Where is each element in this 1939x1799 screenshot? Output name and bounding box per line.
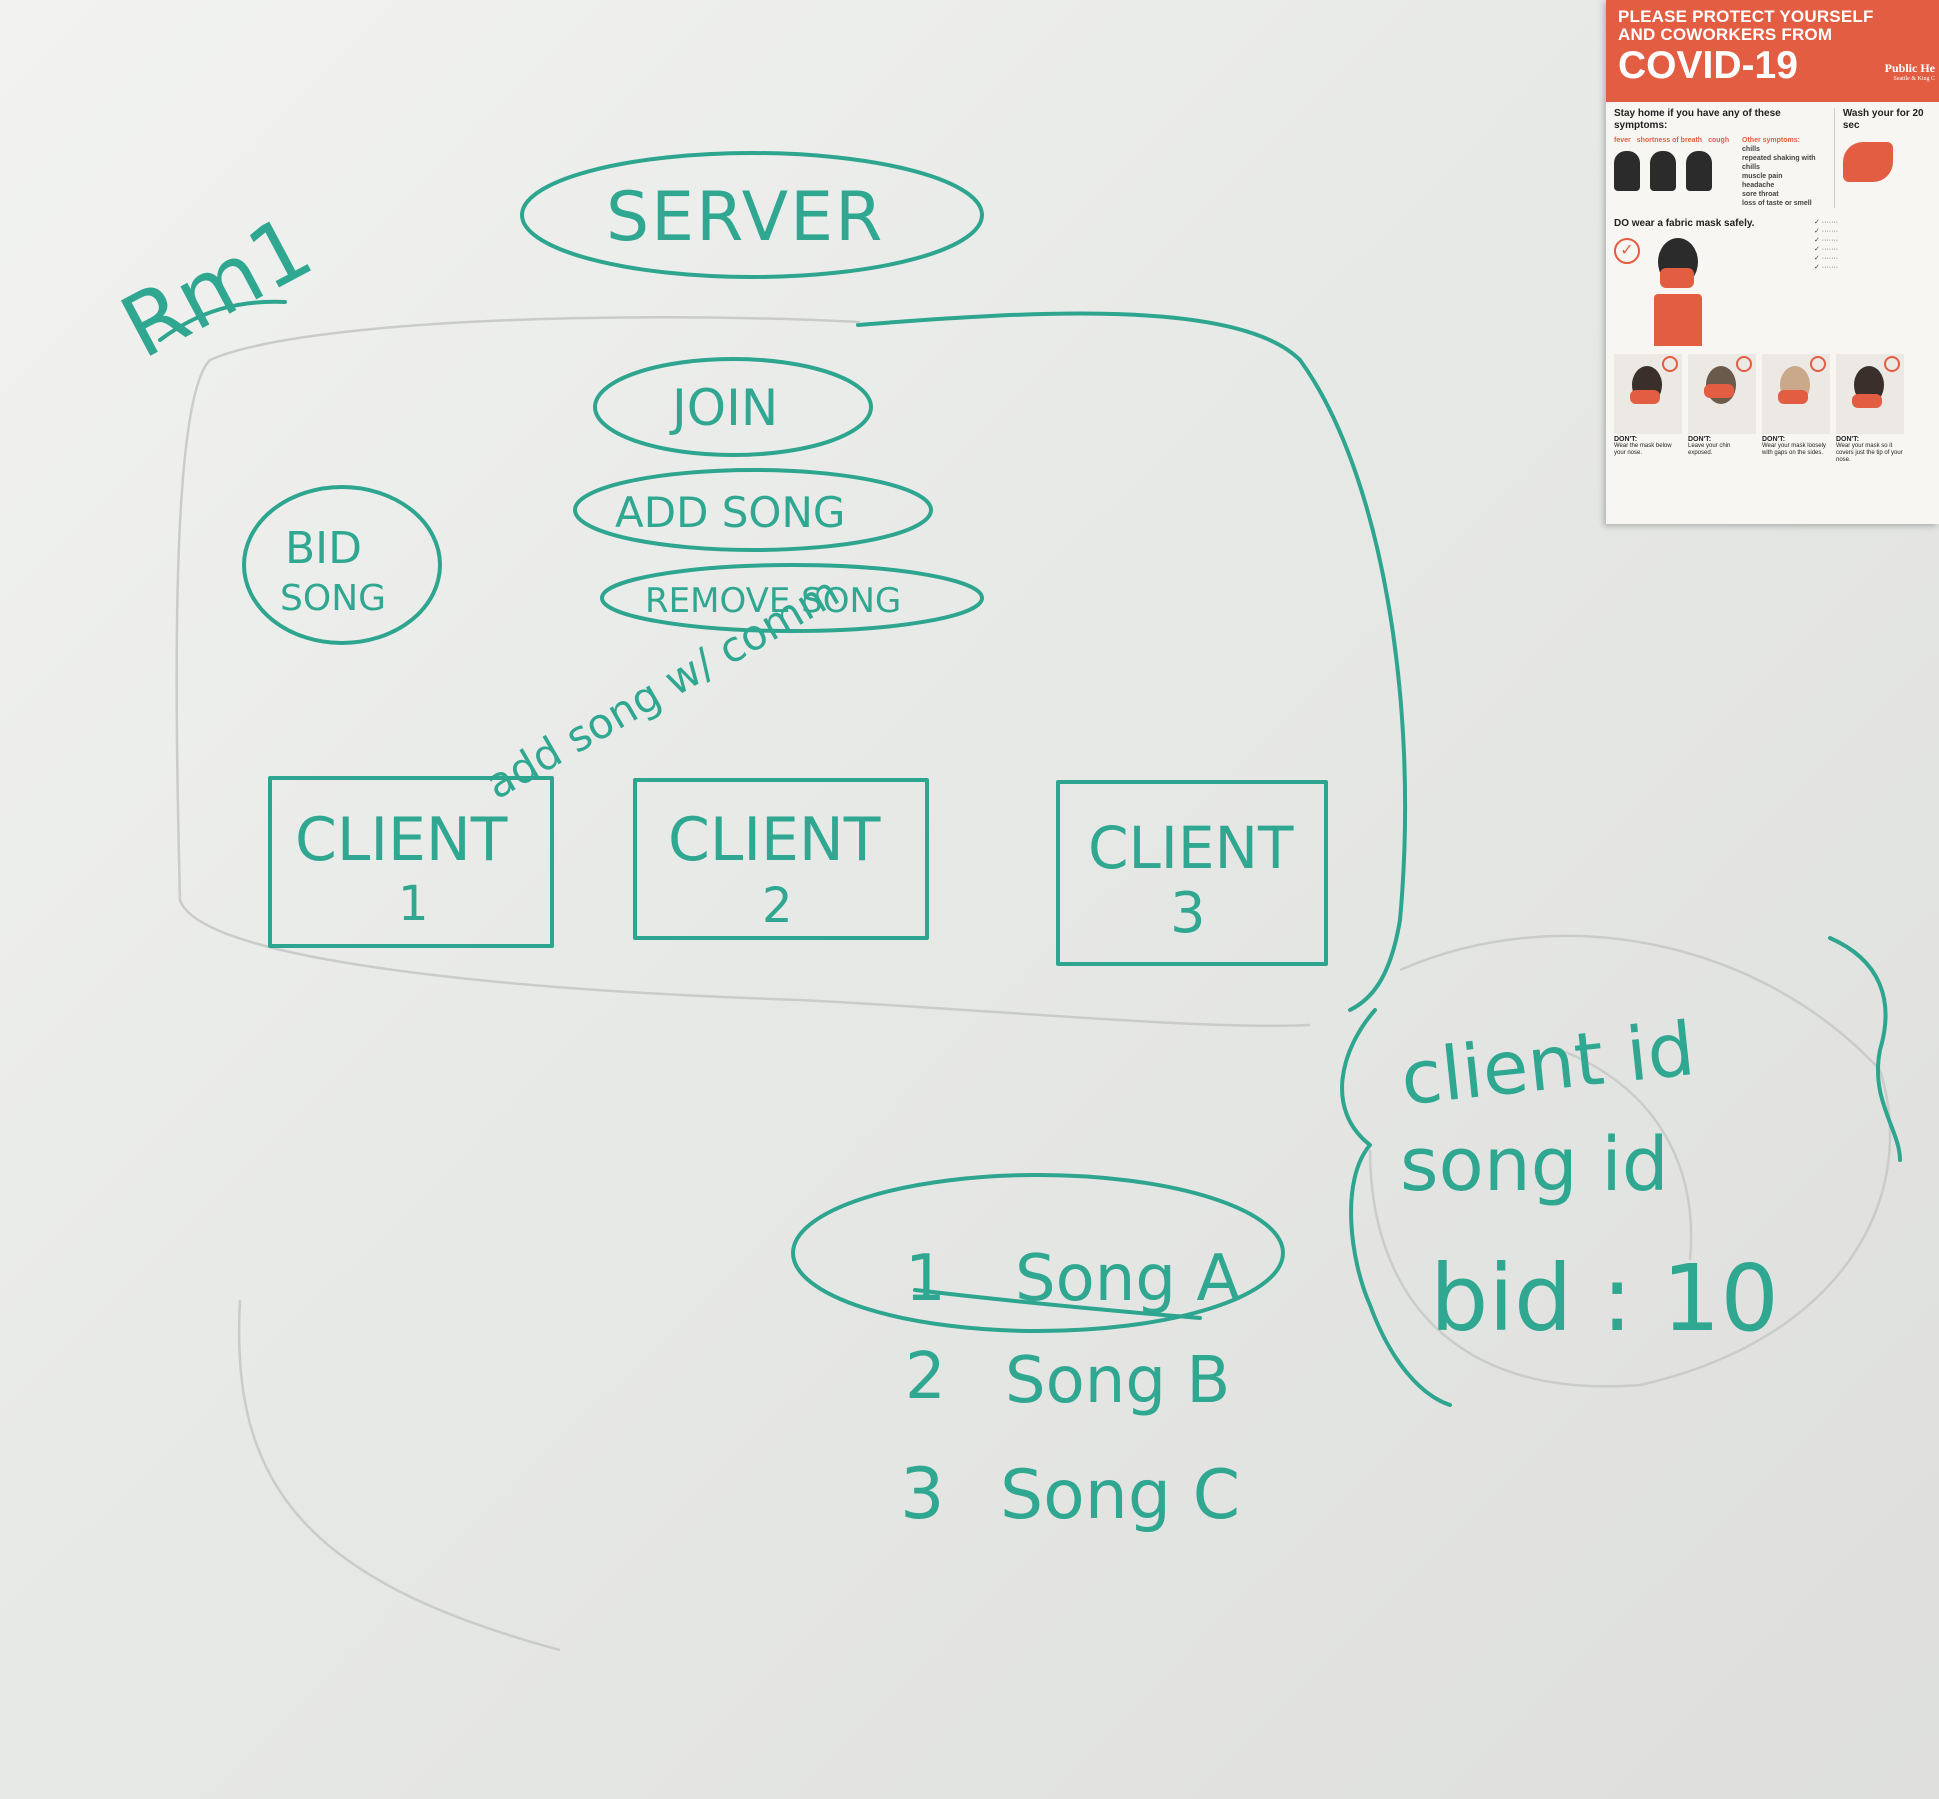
person-icon — [1650, 151, 1676, 191]
dont-caption: Wear your mask so it covers just the tip… — [1836, 443, 1903, 463]
client-3-number: 3 — [1170, 881, 1206, 946]
mask-dont-face-icon — [1762, 354, 1830, 434]
song-1-number: 1 — [905, 1242, 946, 1316]
server-label: SERVER — [606, 178, 884, 257]
bid-field-bid: bid : 10 — [1430, 1245, 1779, 1352]
mask-dont-face-icon — [1836, 354, 1904, 434]
poster-mask-row: DO wear a fabric mask safely. ✓ ✓ ······… — [1606, 208, 1939, 348]
client-1-label: CLIENT — [295, 805, 508, 875]
poster-publisher-sub: Seattle & King C — [1893, 76, 1936, 82]
song-3-number: 3 — [900, 1453, 945, 1535]
song-a-strikethrough — [913, 1288, 1202, 1320]
join-oval — [593, 357, 873, 457]
remove-song-label: REMOVE SONG — [645, 581, 901, 621]
client-2-label: CLIENT — [668, 805, 881, 875]
poster-header: PLEASE PROTECT YOURSELF AND COWORKERS FR… — [1606, 0, 1939, 102]
checkmark-icon: ✓ — [1614, 238, 1640, 264]
song-a-oval — [791, 1173, 1285, 1333]
symptom-fever: fever — [1614, 137, 1631, 144]
add-song-label: ADD SONG — [615, 488, 845, 537]
remove-song-oval — [600, 563, 984, 633]
server-oval — [520, 151, 984, 279]
dont-caption: Wear your mask loosely with gaps on the … — [1762, 443, 1826, 456]
mask-person-icon — [1650, 238, 1706, 348]
poster-publisher: Public He — [1884, 61, 1935, 75]
symptom-cough: cough — [1708, 137, 1730, 144]
room-underline — [158, 299, 287, 342]
ghost-mark — [1559, 1048, 1693, 1261]
mask-dont-captions: DON'T:Wear the mask below your nose. DON… — [1606, 434, 1939, 464]
bid-right-brace — [1828, 936, 1902, 1162]
hands-icon — [1842, 142, 1893, 182]
other-symptom: headache — [1742, 182, 1775, 189]
other-symptoms-label: Other symptoms: — [1742, 137, 1800, 144]
other-symptom: muscle pain — [1742, 173, 1783, 180]
client-2-number: 2 — [762, 878, 793, 934]
dont-label: DON'T: — [1614, 436, 1638, 443]
room-label: Rm1 — [106, 197, 328, 378]
bid-song-label-line1: BID — [285, 523, 362, 574]
song-3-name: Song C — [1000, 1456, 1240, 1535]
poster-symptoms-row: Stay home if you have any of these sympt… — [1606, 102, 1939, 208]
bid-song-label-line2: SONG — [280, 578, 386, 619]
other-symptom: chills — [1742, 146, 1760, 153]
person-icon — [1614, 151, 1640, 191]
client-3-label: CLIENT — [1088, 814, 1294, 882]
bid-field-client-id: client id — [1397, 1006, 1699, 1122]
mask-heading: DO wear a fabric mask safely. — [1614, 218, 1755, 229]
song-2-name: Song B — [1005, 1344, 1230, 1418]
dont-label: DON'T: — [1688, 436, 1712, 443]
room-boundary-faint — [175, 315, 1311, 1028]
covid-poster: PLEASE PROTECT YOURSELF AND COWORKERS FR… — [1606, 0, 1939, 524]
bid-field-song-id: song id — [1400, 1122, 1669, 1208]
dont-label: DON'T: — [1836, 436, 1860, 443]
client-box-2: CLIENT 2 — [633, 778, 929, 940]
symptom-breath: shortness of breath — [1636, 137, 1703, 144]
bid-circle-faint — [1368, 934, 1892, 1388]
bid-song-oval — [242, 485, 442, 645]
client-1-number: 1 — [398, 876, 429, 932]
other-symptom: repeated shaking with chills — [1742, 155, 1816, 171]
wash-heading: Wash your for 20 sec — [1842, 108, 1924, 131]
mask-dont-face-icon — [1614, 354, 1682, 434]
bid-left-brace — [1340, 1008, 1452, 1407]
mask-dont-face-icon — [1688, 354, 1756, 434]
join-label: JOIN — [669, 379, 778, 437]
other-symptom: loss of taste or smell — [1742, 200, 1812, 207]
poster-header-line1: PLEASE PROTECT YOURSELF — [1618, 7, 1874, 26]
poster-title: COVID-19 — [1618, 44, 1798, 87]
poster-header-line2: AND COWORKERS FROM — [1618, 25, 1833, 44]
song-1-name: Song A — [1015, 1242, 1240, 1316]
room-boundary-curve — [856, 311, 1408, 1012]
add-song-oval — [573, 468, 933, 552]
song-2-number: 2 — [905, 1340, 946, 1414]
dont-caption: Leave your chin exposed. — [1688, 443, 1731, 456]
symptoms-heading: Stay home if you have any of these sympt… — [1614, 108, 1781, 131]
dont-caption: Wear the mask below your nose. — [1614, 443, 1672, 456]
person-icon — [1686, 151, 1712, 191]
ghost-mark — [237, 1299, 561, 1652]
client-box-3: CLIENT 3 — [1056, 780, 1328, 966]
dont-label: DON'T: — [1762, 436, 1786, 443]
mask-dont-images — [1606, 348, 1939, 434]
other-symptom: sore throat — [1742, 191, 1779, 198]
client-box-1: CLIENT 1 — [268, 776, 554, 948]
